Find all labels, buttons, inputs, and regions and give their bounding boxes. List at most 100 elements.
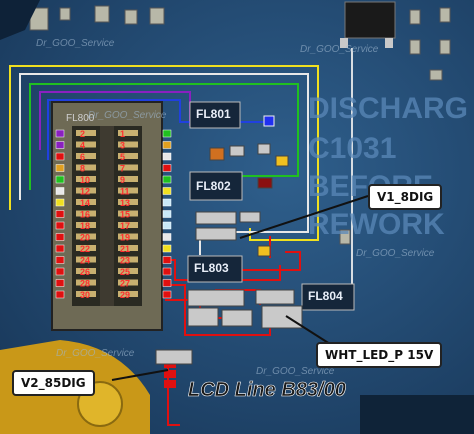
pin-marker (162, 221, 172, 230)
pin-number-right: 27 (120, 279, 130, 289)
pin-number-right: 21 (120, 244, 130, 254)
watermark-text: Dr_GOO_Service (56, 348, 135, 359)
silk-line: DISCHARG (308, 92, 468, 125)
pin-pad (76, 176, 96, 182)
pin-pad (76, 187, 96, 194)
pin-pad (118, 279, 138, 286)
pin-number-right: 17 (120, 221, 130, 231)
pin-marker (162, 210, 172, 218)
pin-pad (76, 210, 96, 217)
pin-marker (55, 233, 65, 241)
pin-pad (118, 210, 138, 217)
pin-marker (162, 244, 172, 253)
pin-marker (55, 290, 65, 299)
pin-number-left: 12 (80, 187, 90, 197)
pin-number-left: 26 (80, 267, 90, 277)
pin-pad (76, 199, 96, 205)
pin-marker (162, 129, 172, 138)
pin-number-left: 4 (80, 141, 85, 151)
ic-chip (340, 1, 396, 48)
trace-green (29, 83, 299, 190)
pin-marker (162, 187, 172, 195)
pin-pad (76, 245, 96, 251)
pin-marker (55, 187, 65, 195)
pin-marker (162, 141, 172, 149)
pin-marker (55, 244, 65, 253)
board-caption: LCD Line B83/00 (188, 379, 346, 401)
pin-marker (55, 175, 65, 184)
pin-pad (118, 291, 138, 297)
pin-number-right: 13 (120, 198, 130, 208)
pin-marker (162, 267, 172, 276)
pin-number-right: 19 (120, 233, 130, 243)
pin-number-left: 8 (80, 164, 85, 174)
pin-number-left: 24 (80, 256, 90, 266)
pin-number-left: 20 (80, 233, 90, 243)
pin-pad (118, 245, 138, 251)
pin-marker (55, 210, 65, 218)
pin-marker (162, 175, 172, 184)
pin-number-right: 1 (120, 129, 125, 139)
pin-marker (55, 129, 65, 138)
watermark-text: Dr_GOO_Service (300, 44, 379, 55)
pin-marker (55, 152, 65, 161)
pin-number-right: 9 (120, 175, 125, 185)
connector (51, 101, 163, 331)
pin-pad (76, 164, 96, 171)
trace-yellow (9, 65, 319, 241)
leader-lines (111, 195, 369, 381)
pin-pad (118, 176, 138, 182)
pin-marker (55, 279, 65, 287)
pin-number-right: 7 (120, 164, 125, 174)
pin-number-left: 10 (80, 175, 90, 185)
watermarks: Dr_GOO_ServiceDr_GOO_ServiceDr_GOO_Servi… (36, 38, 435, 377)
pin-pad (76, 222, 96, 228)
pin-marker (162, 152, 172, 161)
pin-pad (118, 187, 138, 194)
component-blocks (155, 101, 355, 388)
pin-markers (55, 129, 172, 299)
pin-marker (162, 164, 172, 172)
pin-marker (55, 256, 65, 264)
pin-pad (118, 153, 138, 159)
pin-pad (76, 153, 96, 159)
pin-number-right: 15 (120, 210, 130, 220)
pin-pad (118, 130, 138, 136)
pin-number-right: 25 (120, 267, 130, 277)
pin-marker (55, 198, 65, 207)
pin-marker (55, 221, 65, 230)
pin-marker (162, 279, 172, 287)
callout-v1-8dig: V1_8DIG (368, 184, 443, 210)
silk-text: DISCHARGC1031BEFOREREWORK (308, 92, 468, 241)
component-fl802: FL802 (196, 179, 231, 193)
pin-marker (162, 256, 172, 264)
pin-pad (76, 130, 96, 136)
watermark-text: Dr_GOO_Service (356, 248, 435, 259)
connector-label: FL800 (66, 113, 95, 124)
pin-pad (118, 199, 138, 205)
pin-number-right: 11 (120, 187, 130, 197)
pin-pad (118, 164, 138, 171)
pin-number-right: 29 (120, 290, 130, 300)
pin-number-left: 14 (80, 198, 90, 208)
pin-number-left: 16 (80, 210, 90, 220)
pin-number-right: 3 (120, 141, 125, 151)
pin-marker (55, 267, 65, 276)
pin-pad (118, 141, 138, 148)
pin-number-left: 6 (80, 152, 85, 162)
pin-pad (76, 141, 96, 148)
callout-v2-85dig: V2_85DIG (12, 370, 95, 396)
pin-pad (118, 256, 138, 263)
pin-pad (118, 268, 138, 274)
watermark-text: Dr_GOO_Service (88, 110, 167, 121)
pin-pad (76, 256, 96, 263)
silk-line: C1031 (308, 132, 396, 165)
component-fl804: FL804 (308, 289, 343, 303)
pin-number-right: 23 (120, 256, 130, 266)
pin-marker (55, 141, 65, 149)
pin-pad (118, 222, 138, 228)
